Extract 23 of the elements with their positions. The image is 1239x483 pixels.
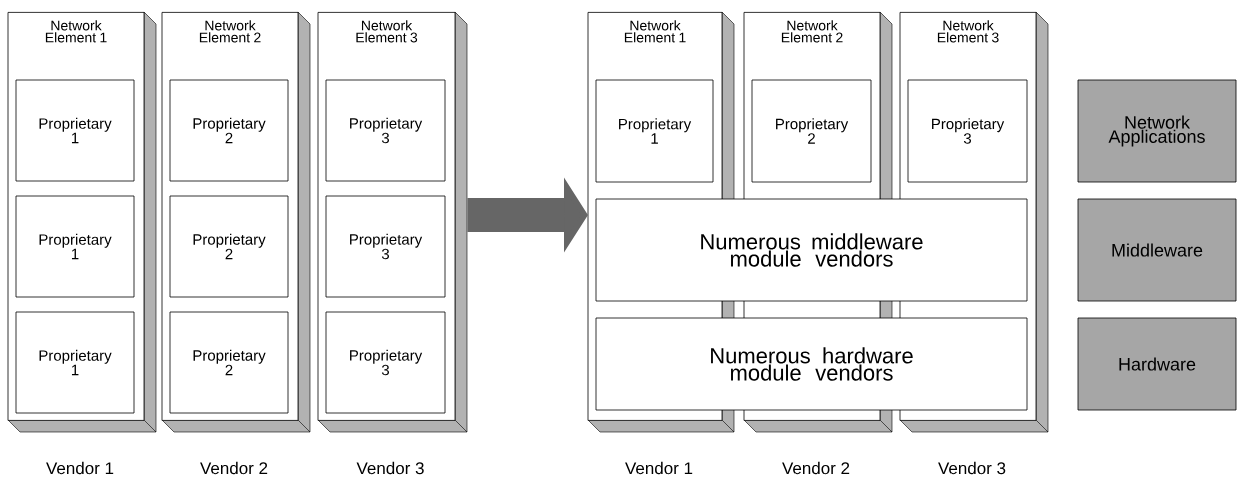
module-box: Proprietary 1	[15, 195, 135, 298]
module-box: Proprietary 2	[751, 79, 872, 183]
layer-box: Network Applications	[1077, 79, 1237, 183]
layer-box: Middleware	[1077, 198, 1237, 302]
vendor-label: Vendor 1	[625, 461, 693, 475]
module-band: Numerous hardware module vendors	[595, 317, 1028, 411]
vendor-label: Vendor 1	[46, 461, 114, 475]
module-box: Proprietary 2	[169, 311, 289, 414]
module-box: Proprietary 3	[325, 311, 446, 414]
module-box: Proprietary 2	[169, 195, 289, 298]
module-box: Proprietary 3	[325, 195, 446, 298]
vendor-label: Vendor 3	[938, 461, 1006, 475]
vendor-label: Vendor 2	[200, 461, 268, 475]
vendor-label: Vendor 3	[356, 461, 424, 475]
module-box: Proprietary 3	[907, 79, 1028, 183]
module-band: Numerous middleware module vendors	[595, 198, 1028, 302]
module-box: Proprietary 2	[169, 79, 289, 182]
module-box: Proprietary 1	[15, 79, 135, 182]
layer-box: Hardware	[1077, 317, 1237, 411]
module-box: Proprietary 1	[15, 311, 135, 414]
module-box: Proprietary 1	[595, 79, 714, 183]
vendor-label: Vendor 2	[782, 461, 850, 475]
module-box: Proprietary 3	[325, 79, 446, 182]
